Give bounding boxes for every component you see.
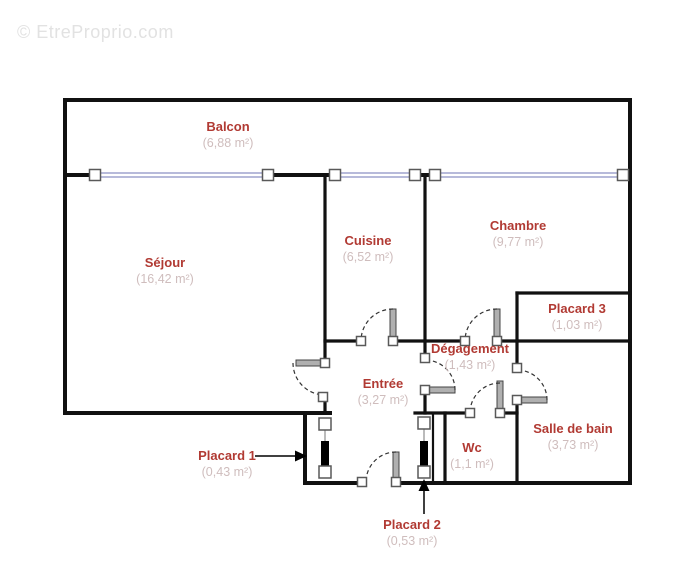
window-end-squares [88, 168, 630, 182]
room-name: Séjour [144, 255, 186, 270]
room-area: (0,53 m²) [386, 534, 438, 548]
room-label-salle-de-bain: Salle de bain (3,73 m²) [533, 421, 612, 453]
window-balcony-sejour [95, 172, 268, 178]
window-balcony-cuisine [335, 172, 415, 178]
room-area: (1,1 m²) [450, 457, 494, 471]
room-label-placard1: Placard 1 (0,43 m²) [198, 448, 256, 480]
room-name: Cuisine [344, 233, 392, 248]
room-label-degagement: Dégagement (1,43 m²) [431, 341, 509, 373]
door-cuisine [355, 308, 399, 347]
room-area: (3,27 m²) [357, 393, 409, 407]
room-area: (9,77 m²) [492, 235, 544, 249]
door-salle-de-bain [511, 362, 548, 406]
room-area: (3,73 m²) [547, 438, 599, 452]
room-name: Placard 3 [548, 301, 606, 316]
watermark: © EtreProprio.com [17, 22, 174, 42]
room-area: (6,52 m²) [342, 250, 394, 264]
room-area: (1,03 m²) [551, 318, 603, 332]
interior-walls [323, 173, 632, 485]
room-name: Chambre [489, 218, 547, 233]
room-name: Placard 2 [383, 517, 441, 532]
room-name: Salle de bain [533, 421, 613, 436]
door-wc [464, 380, 506, 419]
arrow-placard2 [418, 479, 430, 514]
room-area: (1,43 m²) [444, 358, 496, 372]
room-label-placard3: Placard 3 (1,03 m²) [548, 301, 606, 333]
door-entrance [356, 451, 402, 488]
room-name: Balcon [206, 119, 250, 134]
room-label-chambre: Chambre (9,77 m²) [490, 218, 546, 250]
room-name: Dégagement [430, 341, 510, 356]
arrow-placard1 [255, 450, 307, 462]
room-name: Wc [462, 440, 482, 455]
room-name: Placard 1 [198, 448, 256, 463]
room-label-sejour: Séjour (16,42 m²) [136, 255, 194, 287]
room-label-entree: Entrée (3,27 m²) [358, 376, 409, 408]
room-name: Entrée [362, 376, 404, 391]
closet-symbol-placard2 [417, 416, 431, 479]
room-area: (6,88 m²) [202, 136, 254, 150]
room-area: (16,42 m²) [136, 272, 194, 286]
door-degagement [419, 352, 456, 396]
door-chambre [459, 308, 503, 347]
room-label-wc: Wc (1,1 m²) [450, 440, 494, 472]
room-label-balcon: Balcon (6,88 m²) [203, 119, 254, 151]
room-label-placard2: Placard 2 (0,53 m²) [383, 517, 441, 549]
room-label-cuisine: Cuisine (6,52 m²) [343, 233, 394, 265]
closet-symbol-placard1 [318, 417, 332, 479]
window-balcony-chambre [435, 172, 623, 178]
door-sejour [292, 357, 331, 403]
room-area: (0,43 m²) [201, 465, 253, 479]
